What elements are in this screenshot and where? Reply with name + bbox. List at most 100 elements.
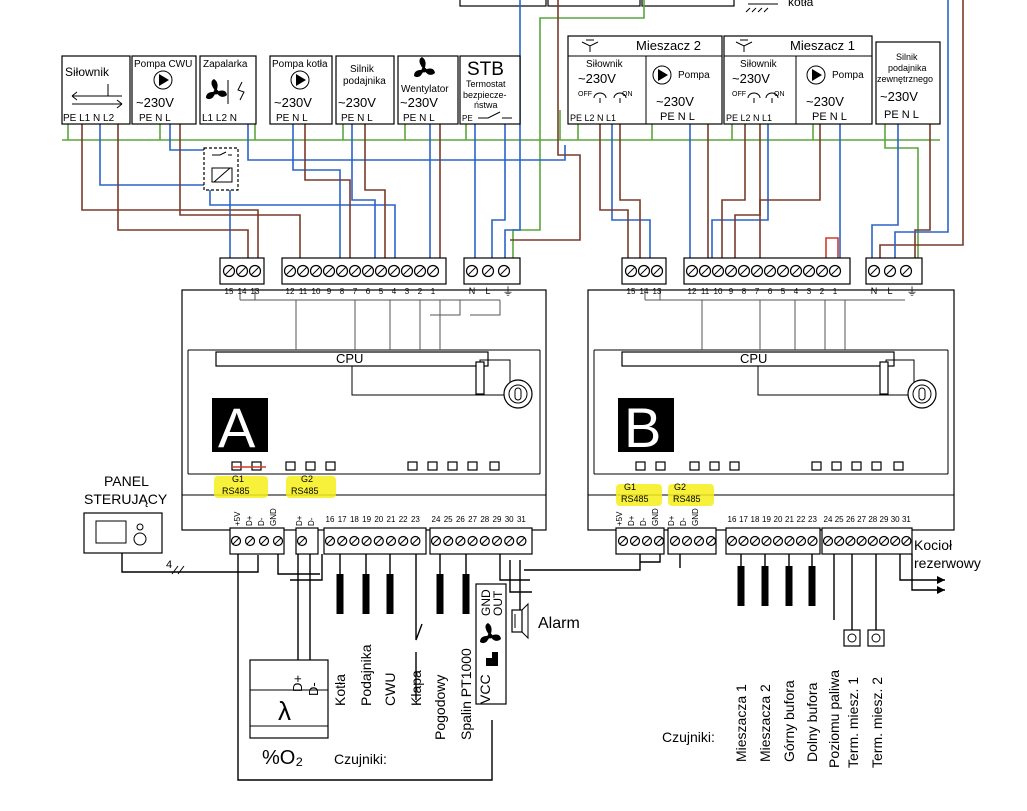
- pompa-kotla-volt: ~230V: [274, 95, 312, 110]
- status-led: [447, 461, 458, 471]
- wentylator-terms: PE N L: [403, 113, 435, 124]
- sensor-label: Dolny bufora: [804, 682, 820, 762]
- terminal-number: 15: [225, 287, 234, 296]
- mieszacz-1-act: Siłownik: [740, 59, 778, 70]
- sensor-label: Poziomu paliwa: [826, 670, 842, 768]
- bottom-terminal-number: 31: [902, 515, 911, 524]
- panel-sterujacy: PANEL STERUJĄCY 4: [83, 473, 259, 575]
- pompa-cwu-title: Pompa CWU: [134, 59, 192, 70]
- status-led: [489, 461, 500, 471]
- terminal-number: 10: [312, 287, 321, 296]
- terminal-number: 4: [392, 287, 397, 296]
- mieszacz-2-pterms: PE N L: [660, 111, 695, 123]
- status-led: [655, 461, 666, 471]
- sensor-label: Mieszacza 1: [733, 684, 749, 762]
- sensor-label: Spalin PT1000: [458, 648, 474, 740]
- bottom-terminal-number: 28: [868, 515, 877, 524]
- status-led: [407, 461, 418, 471]
- terminal-screws-a: [222, 264, 511, 278]
- terminal-number: 7: [353, 287, 358, 296]
- terminal-number: 12: [286, 287, 295, 296]
- ext-feeder-volt: ~230V: [880, 89, 918, 104]
- room-thermostat: [843, 629, 861, 647]
- silownik-title: Siłownik: [65, 65, 110, 79]
- mieszacz-1-title: Mieszacz 1: [790, 38, 855, 53]
- ext-feeder-l1: Silnik: [896, 52, 918, 62]
- stb-sub2: bezpiecze-: [463, 90, 507, 100]
- bus-pin-label: D-: [679, 517, 688, 526]
- status-led: [251, 461, 262, 471]
- bottom-terminal-number: 25: [835, 515, 844, 524]
- bottom-terminal-number: 20: [374, 515, 383, 524]
- terminal-number: 8: [340, 287, 345, 296]
- sensor-label: CWU: [382, 673, 398, 706]
- panel-cable-count: 4: [166, 559, 172, 571]
- terminal-number: 10: [714, 287, 723, 296]
- fan-icon: [480, 623, 501, 644]
- terminal-number: 9: [729, 287, 734, 296]
- bottom-terminal-number: 19: [362, 515, 371, 524]
- bottom-terminal-number: 18: [350, 515, 359, 524]
- sensor-probe: [737, 566, 745, 606]
- room-thermostat: [867, 629, 885, 647]
- terminal-number: 3: [405, 287, 410, 296]
- sensor-label: Term. miesz. 2: [869, 677, 885, 768]
- mieszacz-1-on: ON: [774, 91, 785, 98]
- status-led: [427, 461, 438, 471]
- silownik-terms: PE L1 N L2: [63, 113, 115, 124]
- terminal-number: 14: [238, 287, 247, 296]
- mieszacz-2-title: Mieszacz 2: [636, 38, 701, 53]
- mieszacz-2-act: Siłownik: [586, 59, 624, 70]
- mieszacz-2-off: OFF: [578, 91, 592, 98]
- ext-feeder-l3: zewnętrznego: [877, 74, 933, 84]
- zapalarka-title: Zapalarka: [203, 59, 248, 70]
- bottom-terminal-number: 26: [456, 515, 465, 524]
- mieszacz-1-off: OFF: [732, 91, 746, 98]
- silnik-podajnika-title1: Silnik: [350, 64, 375, 75]
- controller-b-label: B: [624, 396, 661, 459]
- pump-icon: [652, 65, 672, 85]
- label-a-box: [212, 398, 268, 452]
- mieszacz-1-aterms: PE L2 N L1: [726, 113, 772, 123]
- mieszacz-1: Mieszacz 1 Siłownik ~230V OFF ON PE L2 N…: [723, 35, 873, 125]
- silownik-device: Siłownik PE L1 N L2: [61, 55, 131, 125]
- bottom-terminal-number: 23: [808, 515, 817, 524]
- bottom-terminal-number: 29: [880, 515, 889, 524]
- bottom-terminal-number: 24: [432, 515, 441, 524]
- status-led: [709, 461, 720, 471]
- wentylator-volt: ~230V: [400, 95, 438, 110]
- status-led: [467, 461, 478, 471]
- terminal-number: 4: [794, 287, 799, 296]
- bus-pin-label: D+: [245, 515, 254, 526]
- gnd-label: GND: [479, 589, 493, 616]
- mieszacz-2-pump: Pompa: [678, 70, 710, 81]
- sensor-probe: [785, 566, 793, 606]
- bottom-terminal-number: 17: [739, 515, 748, 524]
- terminal-number: 11: [701, 287, 710, 296]
- bottom-terminal-number: 27: [468, 515, 477, 524]
- zapalarka-terms: L1 L2 N: [202, 113, 237, 124]
- terminal-number: 8: [742, 287, 747, 296]
- out-label: OUT: [491, 590, 505, 616]
- terminal-number: 1: [833, 287, 838, 296]
- bus-pin-label: GND: [269, 508, 278, 526]
- label-b-box: [618, 398, 674, 452]
- status-led: [893, 461, 904, 471]
- status-led: [871, 461, 882, 471]
- bottom-terminal-number: 19: [762, 515, 771, 524]
- terminal-number: 2: [820, 287, 825, 296]
- zapalarka-device: Zapalarka L1 L2 N: [199, 55, 257, 125]
- pompa-cwu-volt: ~230V: [136, 95, 174, 110]
- bus-pin-label: D-: [639, 517, 648, 526]
- sensor-label: Pogodowy: [432, 675, 448, 740]
- bus-pin-label: +5V: [615, 511, 624, 526]
- bus-pin-label: D+: [295, 515, 304, 526]
- mieszacz-1-pterms: PE N L: [812, 111, 847, 123]
- bottom-terminal-number: 16: [728, 515, 737, 524]
- terminal-number: L: [485, 286, 490, 296]
- silnik-podajnika-title2: podajnika: [343, 76, 386, 87]
